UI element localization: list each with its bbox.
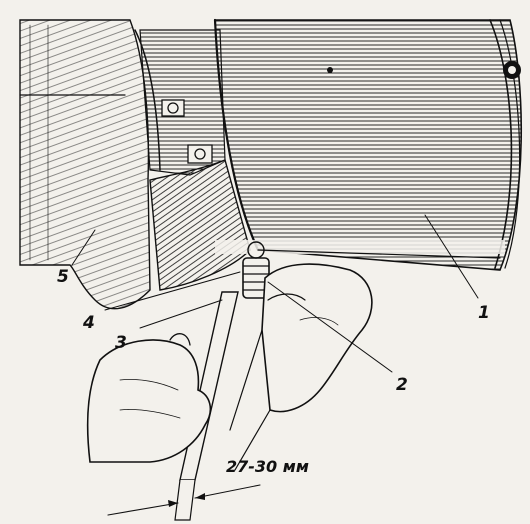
leader-lines: [71, 214, 479, 373]
label-3: 3: [115, 333, 127, 353]
label-2: 2: [396, 375, 408, 395]
label-5: 5: [57, 267, 69, 287]
brake-drum-1: [213, 18, 523, 271]
right-hand: [229, 263, 373, 471]
frame-column-5: [19, 19, 151, 310]
dimension-marks: [107, 484, 261, 516]
label-4: 4: [82, 313, 95, 333]
label-1: 1: [478, 303, 490, 323]
hub-bolts: [139, 29, 226, 176]
left-hand: [86, 333, 212, 463]
dimension-label: 27-30 мм: [226, 457, 309, 476]
